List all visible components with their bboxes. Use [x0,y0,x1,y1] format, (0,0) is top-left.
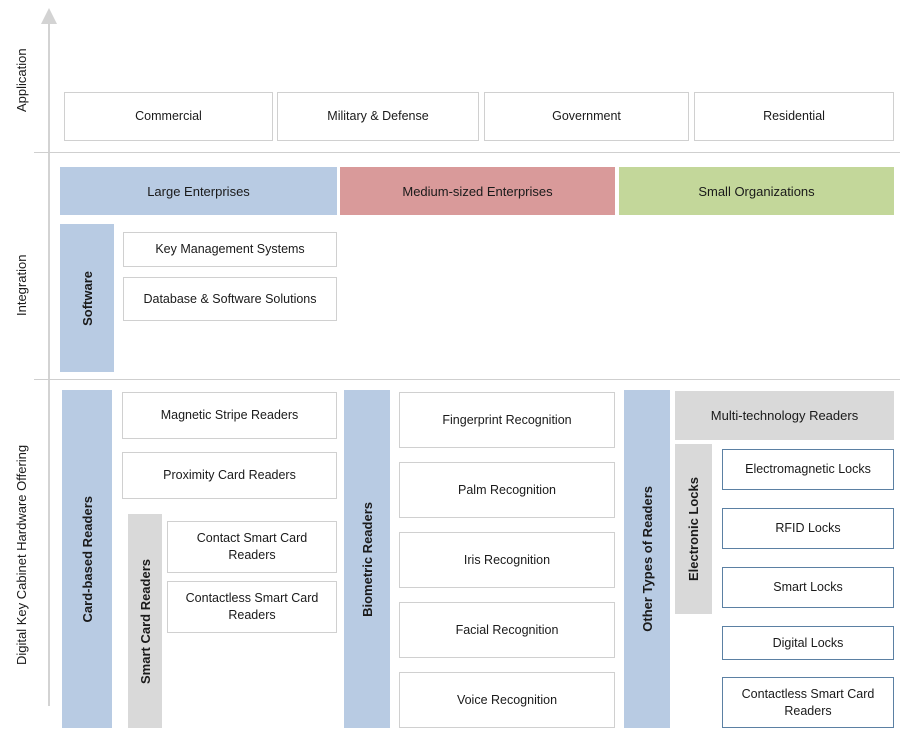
hardware-category-biometric-readers-label: Biometric Readers [359,501,375,617]
integration-category-software-label: Software [79,270,95,326]
integration-item-key-management-systems[interactable]: Key Management Systems [123,232,337,267]
other-readers-item-contactless-smart-card-readers[interactable]: Contactless Smart Card Readers [722,677,894,728]
segment-band-small-organizations[interactable]: Small Organizations [619,167,894,215]
segment-band-large-enterprises[interactable]: Large Enterprises [60,167,337,215]
biometric-item-fingerprint-recognition[interactable]: Fingerprint Recognition [399,392,615,448]
axis-arrow-icon [41,8,57,24]
smart-card-item-contactless-smart-card-readers[interactable]: Contactless Smart Card Readers [167,581,337,633]
card-based-item-magnetic-stripe-readers[interactable]: Magnetic Stripe Readers [122,392,337,439]
axis-label-integration: Integration [14,254,29,316]
biometric-item-palm-recognition[interactable]: Palm Recognition [399,462,615,518]
application-item-government[interactable]: Government [484,92,689,141]
hardware-category-other-types-of-readers-label: Other Types of Readers [639,486,655,632]
biometric-item-iris-recognition[interactable]: Iris Recognition [399,532,615,588]
card-based-item-proximity-card-readers[interactable]: Proximity Card Readers [122,452,337,499]
other-readers-subcategory-electronic-locks[interactable]: Electronic Locks [675,444,712,614]
integration-category-software[interactable]: Software [60,224,114,372]
axis-label-hardware-offering: Digital Key Cabinet Hardware Offering [14,444,29,666]
smart-card-item-contact-smart-card-readers[interactable]: Contact Smart Card Readers [167,521,337,573]
axis-label-application: Application [14,48,29,112]
biometric-item-facial-recognition[interactable]: Facial Recognition [399,602,615,658]
biometric-item-voice-recognition[interactable]: Voice Recognition [399,672,615,728]
hardware-category-card-based-readers-label: Card-based Readers [79,495,95,623]
section-divider-integration [34,379,900,380]
card-based-subcategory-smart-card-readers[interactable]: Smart Card Readers [128,514,162,728]
other-readers-item-electromagnetic-locks[interactable]: Electromagnetic Locks [722,449,894,490]
section-divider-application [34,152,900,153]
card-based-subcategory-smart-card-readers-label: Smart Card Readers [137,558,153,684]
application-item-residential[interactable]: Residential [694,92,894,141]
other-readers-header-multi-technology-readers[interactable]: Multi-technology Readers [675,391,894,440]
other-readers-subcategory-electronic-locks-label: Electronic Locks [686,476,701,582]
hardware-category-card-based-readers[interactable]: Card-based Readers [62,390,112,728]
other-readers-item-digital-locks[interactable]: Digital Locks [722,626,894,660]
other-readers-item-rfid-locks[interactable]: RFID Locks [722,508,894,549]
integration-item-database-software-solutions[interactable]: Database & Software Solutions [123,277,337,321]
vertical-axis-line [48,22,50,706]
other-readers-item-smart-locks[interactable]: Smart Locks [722,567,894,608]
application-item-military-defense[interactable]: Military & Defense [277,92,479,141]
application-item-commercial[interactable]: Commercial [64,92,273,141]
hardware-category-other-types-of-readers[interactable]: Other Types of Readers [624,390,670,728]
hardware-category-biometric-readers[interactable]: Biometric Readers [344,390,390,728]
segment-band-medium-sized-enterprises[interactable]: Medium-sized Enterprises [340,167,615,215]
